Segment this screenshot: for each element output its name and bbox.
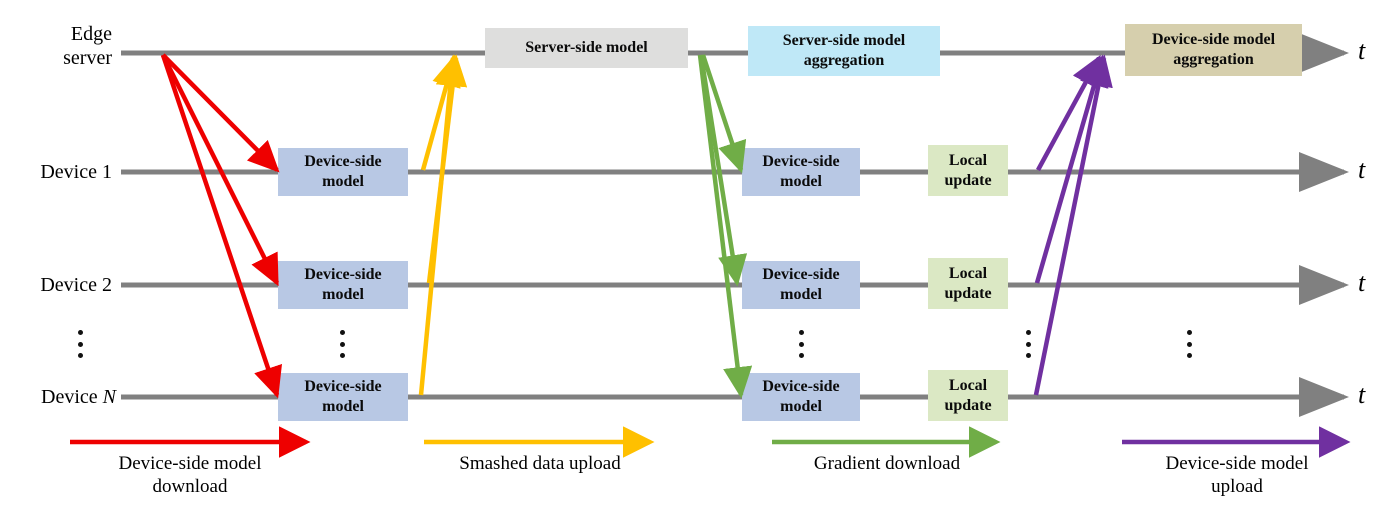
event-box-local-update: Local update: [928, 145, 1008, 196]
timeline-axes: [121, 33, 1349, 417]
arrow-gradient-download: [700, 54, 747, 174]
arrow-gradient-download: [698, 54, 748, 287]
time-axis-label-device-1: t: [1358, 155, 1366, 184]
arrow-group-device-side-model-upload: [1033, 54, 1113, 396]
arrow-device-side-model-download: [160, 54, 282, 399]
event-box-device-side-model-aggregation: Device-side model aggregation: [1125, 24, 1302, 76]
event-box-local-update: Local update: [928, 258, 1008, 309]
arrow-gradient-download: [697, 54, 753, 399]
arrow-smashed-data-upload: [418, 54, 465, 396]
row-label-edge-server: Edge server: [63, 23, 112, 69]
legend-label-gradient-download: Gradient download: [813, 453, 961, 474]
legend-label-smashed-data-upload: Smashed data upload: [459, 453, 621, 474]
ellipsis-column-local-update: [1025, 330, 1031, 358]
event-box-device-side-model: Device-side model: [278, 261, 408, 309]
ellipsis-row-label: [77, 330, 83, 358]
arrow-smashed-data-upload: [420, 54, 461, 171]
arrow-group-gradient-download: [697, 54, 753, 399]
event-box-device-side-model: Device-side model: [742, 373, 860, 421]
time-axis-label-edge-server: t: [1358, 36, 1366, 65]
arrow-device-side-model-download: [160, 53, 280, 287]
time-axis-label-device-n: t: [1358, 380, 1366, 409]
arrow-device-side-model-upload: [1036, 54, 1101, 172]
time-axis-label-device-2: t: [1358, 268, 1366, 297]
ellipsis-column-device-side-model-2: [798, 330, 804, 358]
arrow-device-side-model-upload: [1033, 54, 1113, 396]
event-box-device-side-model: Device-side model: [278, 373, 408, 421]
arrow-smashed-data-upload: [426, 54, 468, 284]
event-box-server-side-model-aggregation: Server-side model aggregation: [748, 26, 940, 76]
row-label-device-1: Device 1: [40, 161, 112, 183]
legend-label-device-side-model-download: Device-side model download: [118, 453, 262, 497]
arrow-device-side-model-download: [161, 53, 280, 173]
row-label-device-2: Device 2: [40, 274, 112, 296]
ellipsis-column-device-side-model: [339, 330, 345, 358]
ellipsis-column-right: [1186, 330, 1192, 358]
arrow-group-device-side-model-download: [160, 53, 282, 399]
arrow-device-side-model-upload: [1034, 54, 1109, 284]
arrow-group-smashed-data-upload: [418, 54, 468, 396]
event-box-device-side-model: Device-side model: [742, 261, 860, 309]
row-label-device-n: Device N: [41, 386, 116, 408]
event-box-device-side-model: Device-side model: [742, 148, 860, 196]
device-n-index: N: [102, 386, 116, 408]
legend-label-device-side-model-upload: Device-side model upload: [1165, 453, 1309, 497]
event-box-local-update: Local update: [928, 370, 1008, 421]
event-box-server-side-model: Server-side model: [485, 28, 688, 68]
event-box-device-side-model: Device-side model: [278, 148, 408, 196]
